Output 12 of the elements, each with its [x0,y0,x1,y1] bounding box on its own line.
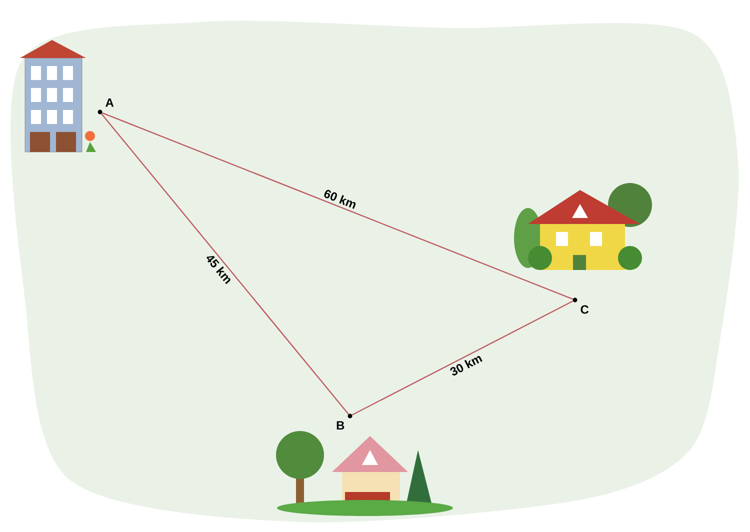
node-label: C [580,305,589,314]
point: A [98,98,114,114]
node-label: A [106,98,114,107]
distance-label: 45 km [206,256,230,284]
connector-line [352,300,574,416]
distance-label: 30 km [450,356,482,376]
connector-line [101,114,349,414]
point: B [336,414,352,430]
distance-label: 60 km [324,190,356,209]
connector-line [102,112,573,300]
node-label: B [336,421,344,430]
point: C [572,298,589,314]
